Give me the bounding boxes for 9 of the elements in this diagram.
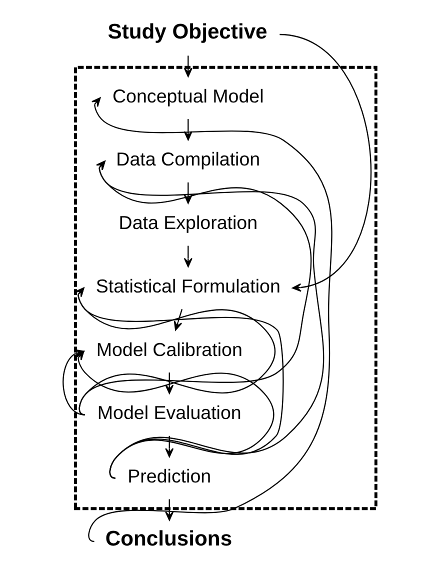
- node-text: Model Calibration: [96, 338, 242, 360]
- node-text: Statistical Formulation: [95, 275, 280, 296]
- node-text: Conclusions: [104, 527, 232, 550]
- node-text: Prediction: [127, 466, 211, 487]
- node-text: Data Compilation: [116, 148, 260, 170]
- node-text: Model Evaluation: [96, 402, 241, 424]
- node-text: Study Objective: [107, 20, 267, 44]
- node-text: Conceptual Model: [112, 85, 264, 106]
- node-text: Data Exploration: [118, 212, 258, 234]
